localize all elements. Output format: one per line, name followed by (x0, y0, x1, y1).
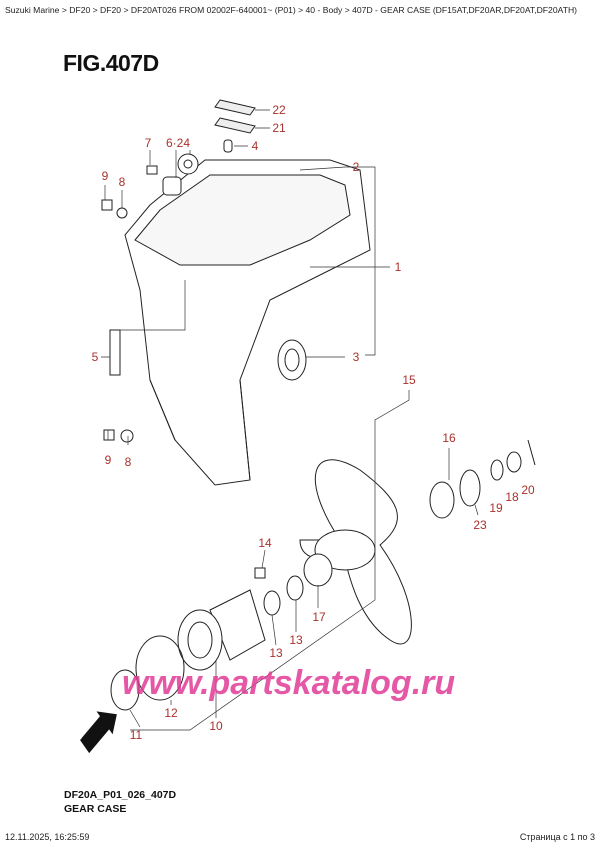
callout-7: 7 (144, 136, 152, 150)
watermark: www.partskatalog.ru (122, 664, 456, 702)
callout-8: 8 (118, 175, 126, 189)
callout-21: 21 (272, 121, 286, 135)
bolt-5 (109, 329, 121, 376)
washer-23 (459, 469, 481, 507)
callout-23: 23 (473, 518, 487, 532)
nut-18 (506, 451, 522, 473)
figure-title: FIG.407D (63, 50, 159, 76)
part-22 (214, 99, 256, 116)
part-21 (214, 117, 256, 134)
bearing-6 (177, 153, 199, 175)
breadcrumb: Suzuki Marine > DF20 > DF20 > DF20AT026 … (5, 5, 578, 15)
fwd-arrow (80, 711, 117, 754)
callout-8b: 8 (124, 455, 132, 469)
seal-17 (303, 553, 333, 587)
housing-10 (209, 589, 266, 661)
bolt-9-top (101, 199, 113, 211)
callout-3: 3 (352, 350, 360, 364)
callout-14: 14 (258, 536, 272, 550)
bearing-3 (277, 339, 307, 381)
callout-20: 20 (521, 483, 535, 497)
callout-11: 11 (129, 728, 143, 742)
bushing-16 (429, 481, 455, 519)
callout-10: 10 (209, 719, 223, 733)
part-4 (223, 139, 233, 153)
callout-17: 17 (312, 610, 326, 624)
diagram-name: GEAR CASE (64, 803, 127, 815)
callout-4: 4 (251, 139, 259, 153)
bolt-9-bottom (103, 429, 115, 441)
footer-page: Страница с 1 по 3 (519, 832, 595, 842)
callout-12: 12 (164, 706, 178, 720)
bearing-11 (110, 669, 140, 711)
washer-8-bottom (120, 429, 134, 443)
callout-5: 5 (91, 350, 99, 364)
washer-8-top (116, 207, 128, 219)
washer-13a (286, 575, 304, 601)
callout-13a: 13 (289, 633, 303, 647)
callout-22: 22 (272, 103, 286, 117)
callout-1: 1 (394, 260, 402, 274)
callout-6-24: 6·24 (165, 136, 191, 150)
part-24 (162, 176, 182, 196)
callout-15: 15 (402, 373, 416, 387)
bolt-7 (146, 165, 158, 175)
callout-16: 16 (442, 431, 456, 445)
callout-13b: 13 (269, 646, 283, 660)
washer-19 (490, 459, 504, 481)
callout-9b: 9 (104, 453, 112, 467)
o-ring-12 (135, 635, 185, 701)
callout-2: 2 (352, 160, 360, 174)
cotter-pin-20 (527, 439, 536, 466)
callout-18: 18 (505, 490, 519, 504)
callout-9: 9 (101, 169, 109, 183)
washer-13b (263, 590, 281, 616)
footer-datetime: 12.11.2025, 16:25:59 (5, 832, 90, 842)
diagram-code: DF20A_P01_026_407D (64, 789, 177, 801)
bolt-14 (254, 567, 266, 579)
callout-19: 19 (489, 501, 503, 515)
